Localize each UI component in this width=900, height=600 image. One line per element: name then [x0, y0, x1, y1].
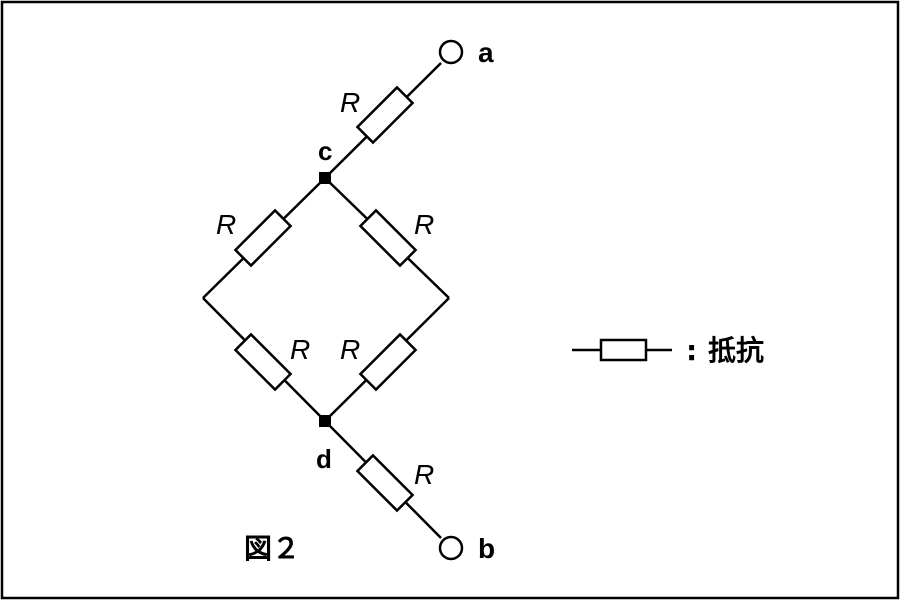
- resistors: [233, 85, 418, 513]
- terminal-a-label: a: [478, 37, 494, 68]
- resistor-db-label: R: [414, 459, 434, 490]
- resistor-c-right-label: R: [414, 209, 434, 240]
- terminal-b-label: b: [478, 533, 495, 564]
- figure-caption: 図２: [244, 532, 300, 565]
- resistor-c-left: [233, 208, 293, 268]
- terminal-a: [438, 39, 464, 65]
- resistor-c-left-label: R: [216, 209, 236, 240]
- resistor-right-d-label: R: [340, 334, 360, 365]
- resistor-left-d: [233, 332, 293, 392]
- legend-resistor-symbol: [599, 338, 648, 362]
- resistor-ac-label: R: [340, 87, 360, 118]
- legend-label: 抵抗: [708, 334, 764, 367]
- resistor-c-right: [358, 208, 418, 268]
- node-d-dot: [319, 415, 331, 427]
- legend: : 抵抗: [572, 334, 764, 367]
- resistor-ac: [355, 85, 415, 145]
- resistor-right-d: [358, 332, 418, 392]
- legend-separator: :: [686, 334, 697, 367]
- node-c-label: c: [318, 136, 332, 166]
- resistor-db: [355, 453, 415, 513]
- node-c-dot: [319, 172, 331, 184]
- terminal-b: [438, 535, 464, 561]
- node-d-label: d: [316, 444, 332, 474]
- resistor-left-d-label: R: [290, 334, 310, 365]
